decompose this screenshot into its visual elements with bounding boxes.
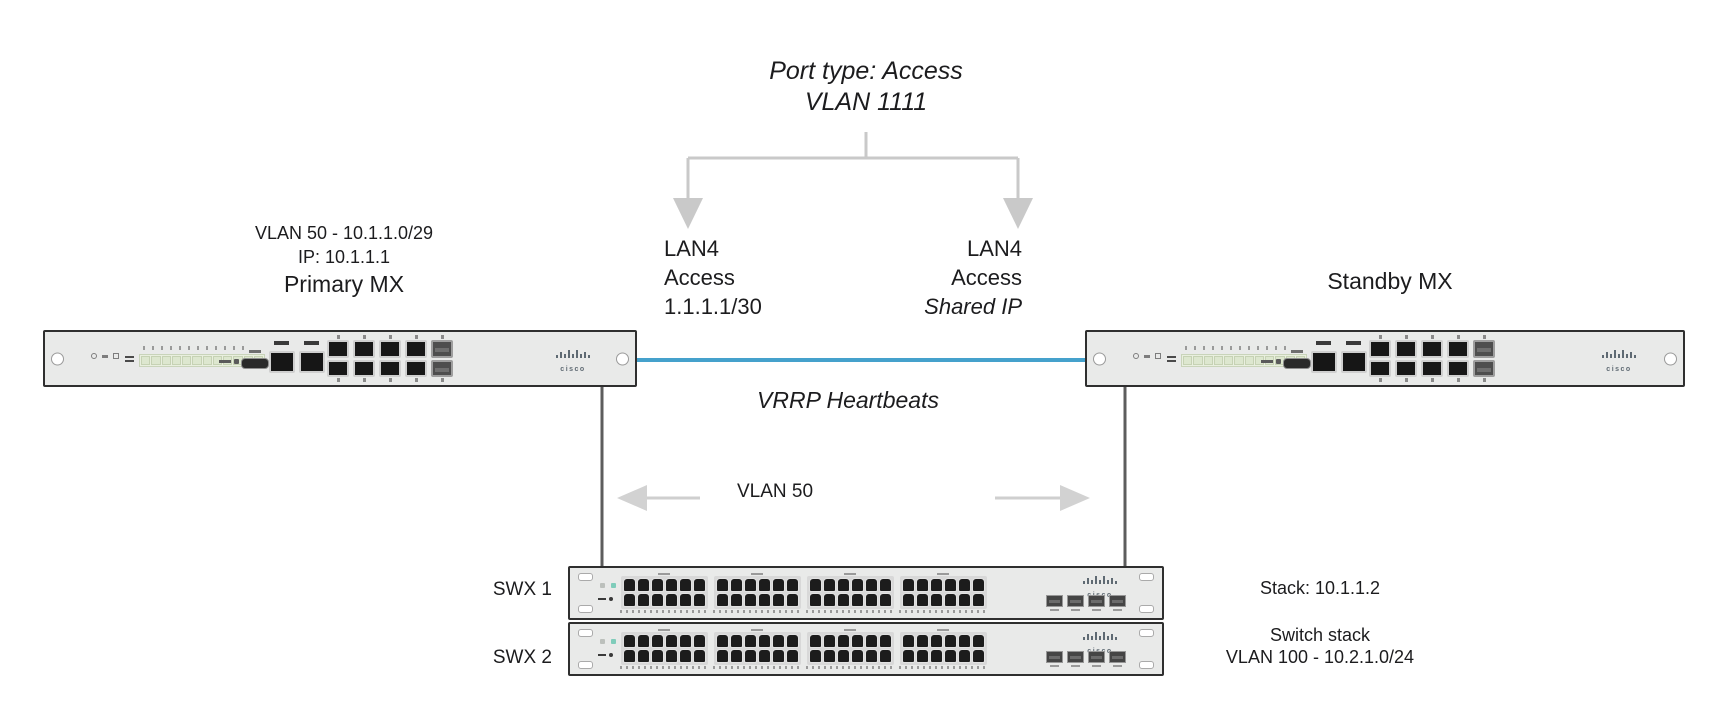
- mount-hole-icon: [1093, 352, 1106, 365]
- lan-port-pair: [1447, 335, 1469, 382]
- cisco-logo-text: cisco: [1606, 366, 1632, 373]
- cisco-logo-bars: [1075, 575, 1125, 584]
- port-group: [713, 629, 801, 669]
- lan-port-pair: [405, 335, 427, 382]
- mount-hole-icon: [578, 629, 593, 637]
- mount-hole-icon: [578, 605, 593, 613]
- port-type-annotation: Port type: Access VLAN 1111: [666, 56, 1066, 118]
- primary-mx-appliance: cisco: [43, 330, 637, 387]
- mount-hole-icon: [1139, 629, 1154, 637]
- led-strip: [1181, 354, 1307, 367]
- lan4-mode: Access: [664, 265, 735, 290]
- sfp-uplink-ports: [1046, 651, 1126, 667]
- primary-mx-label: VLAN 50 - 10.1.1.0/29 IP: 10.1.1.1 Prima…: [194, 221, 494, 299]
- vlan-1111-line: VLAN 1111: [804, 88, 928, 116]
- internet-port: [299, 341, 325, 373]
- port-group: [806, 573, 894, 613]
- scan-label: [1261, 359, 1281, 364]
- usb-port: [241, 350, 269, 369]
- switch-stack-vlan: VLAN 100 - 10.2.1.0/24: [1225, 647, 1415, 667]
- swx1-label: SWX 1: [492, 579, 552, 600]
- status-leds: [600, 639, 616, 644]
- scan-label: [219, 359, 239, 364]
- lan-port-pair: [327, 335, 349, 382]
- cisco-logo-bars: [1589, 349, 1649, 358]
- vrrp-heartbeats-label: VRRP Heartbeats: [757, 387, 939, 413]
- cisco-logo: cisco: [1589, 349, 1649, 376]
- down-arrow-icon: [673, 198, 703, 229]
- lan-port-pair: [1369, 335, 1391, 382]
- led-strip-label: [1167, 356, 1176, 364]
- lan4-port: LAN4: [966, 236, 1022, 261]
- cisco-logo-bars: [1075, 631, 1125, 640]
- management-port: [1311, 341, 1337, 373]
- internet-port: [1341, 341, 1367, 373]
- port-banks: [620, 573, 987, 613]
- sfp-port-pair: [1473, 335, 1495, 382]
- mount-hole-icon: [578, 661, 593, 669]
- lan4-port: LAN4: [664, 236, 720, 261]
- port-group: [899, 573, 987, 613]
- mount-hole-icon: [51, 352, 64, 365]
- lan-port-pair: [1421, 335, 1443, 382]
- lan-port-pair: [379, 335, 401, 382]
- port-banks: [620, 629, 987, 669]
- mount-hole-icon: [578, 573, 593, 581]
- port-group: [620, 573, 708, 613]
- vlan50-label: VLAN 50: [736, 481, 814, 502]
- port-number-ticks: [1185, 346, 1286, 350]
- primary-mx-ip: IP: 10.1.1.1: [297, 247, 391, 267]
- lan4-shared-ip: Shared IP: [924, 294, 1022, 319]
- standby-mx-appliance: cisco: [1085, 330, 1685, 387]
- standby-mx-name: Standby MX: [1327, 268, 1453, 294]
- status-icons: [1133, 353, 1161, 359]
- status-icons: [91, 353, 119, 359]
- status-leds: [600, 583, 616, 588]
- mount-hole-icon: [1664, 352, 1677, 365]
- led-strip-label: [125, 356, 134, 364]
- lan4-ip: 1.1.1.1/30: [664, 294, 762, 319]
- panel-marking: [598, 597, 613, 601]
- lan4-left-label: LAN4 Access 1.1.1.1/30: [664, 234, 864, 321]
- mount-hole-icon: [616, 352, 629, 365]
- switch-stack-note: Switch stack VLAN 100 - 10.2.1.0/24: [1170, 624, 1470, 668]
- management-port: [269, 341, 295, 373]
- stack-ip-label: Stack: 10.1.1.2: [1259, 578, 1381, 598]
- lan4-mode: Access: [951, 265, 1022, 290]
- cisco-logo-text: cisco: [560, 366, 586, 373]
- port-group: [806, 629, 894, 669]
- swx2-switch: cisco: [568, 622, 1164, 676]
- port-group: [899, 629, 987, 669]
- mount-hole-icon: [1139, 661, 1154, 669]
- port-number-ticks: [143, 346, 244, 350]
- swx1-switch: cisco: [568, 566, 1164, 620]
- mount-hole-icon: [1139, 605, 1154, 613]
- right-arrow-icon: [1060, 485, 1090, 511]
- sfp-port-pair: [431, 335, 453, 382]
- primary-mx-subnet: VLAN 50 - 10.1.1.0/29: [254, 223, 434, 243]
- port-group: [620, 629, 708, 669]
- port-group: [713, 573, 801, 613]
- port-type-line: Port type: Access: [769, 57, 963, 85]
- cisco-logo-bars: [543, 349, 603, 358]
- primary-mx-name: Primary MX: [283, 271, 405, 297]
- lan4-right-label: LAN4 Access Shared IP: [860, 234, 1022, 321]
- left-arrow-icon: [617, 485, 647, 511]
- panel-marking: [598, 653, 613, 657]
- sfp-uplink-ports: [1046, 595, 1126, 611]
- bracket-line: [686, 132, 1020, 198]
- down-arrow-icon: [1003, 198, 1033, 229]
- mount-hole-icon: [1139, 573, 1154, 581]
- lan-port-pair: [1395, 335, 1417, 382]
- switch-stack-line: Switch stack: [1269, 625, 1371, 645]
- lan-port-pair: [353, 335, 375, 382]
- usb-port: [1283, 350, 1311, 369]
- swx2-label: SWX 2: [492, 647, 552, 668]
- cisco-logo: cisco: [543, 349, 603, 376]
